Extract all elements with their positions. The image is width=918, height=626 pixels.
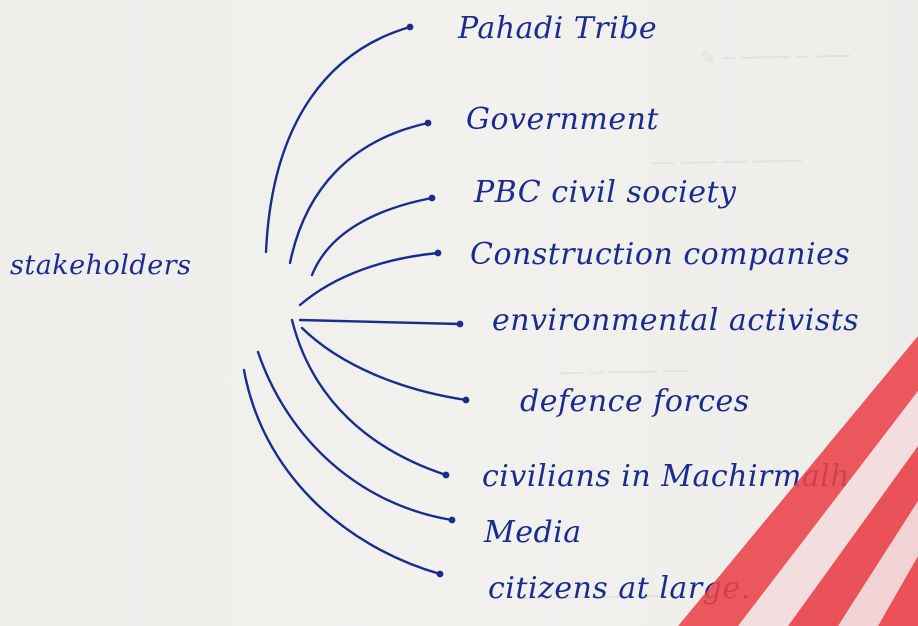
arrow-media bbox=[256, 350, 454, 522]
arrow-defence-forces bbox=[300, 326, 468, 402]
arrow-tip bbox=[406, 23, 414, 31]
arrow-citizens bbox=[242, 368, 442, 576]
node-government: Government bbox=[466, 102, 659, 137]
node-construction-companies: Construction companies bbox=[470, 237, 851, 272]
arrow-tip bbox=[424, 119, 432, 127]
arrow-tip bbox=[434, 249, 442, 257]
node-environmental-activists: environmental activists bbox=[492, 303, 860, 338]
node-defence-forces: defence forces bbox=[520, 384, 750, 419]
arrow-tip bbox=[448, 516, 456, 524]
arrow-government bbox=[288, 121, 430, 265]
node-citizens: citizens at large. bbox=[488, 571, 751, 606]
node-pahadi-tribe: Pahadi Tribe bbox=[458, 11, 658, 46]
arrow-tip bbox=[456, 320, 464, 328]
arrow-tip bbox=[436, 570, 444, 578]
arrow-tip bbox=[442, 471, 450, 479]
arrow-tip bbox=[462, 396, 470, 404]
arrow-pahadi-tribe bbox=[264, 25, 412, 254]
arrow-pbc-civil-society bbox=[310, 196, 434, 277]
node-pbc-civil-society: PBC civil society bbox=[474, 175, 737, 210]
arrow-tip bbox=[428, 194, 436, 202]
arrow-environmental-activists bbox=[298, 318, 462, 326]
node-media: Media bbox=[484, 515, 582, 550]
node-civilians: civilians in Machirmalh bbox=[482, 459, 851, 494]
arrow-civilians bbox=[290, 318, 448, 477]
center-label-stakeholders: stakeholders bbox=[10, 250, 192, 281]
arrow-construction-companies bbox=[298, 251, 440, 307]
